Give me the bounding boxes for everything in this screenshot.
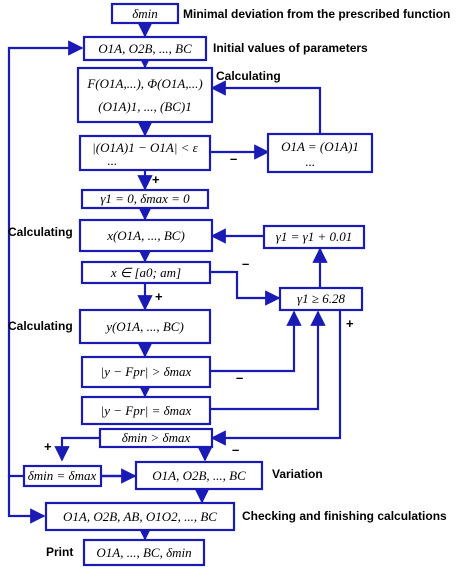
box-init-gamma: γ1 = 0, δmax = 0 — [80, 188, 210, 210]
arrow-gammacheck-to-compare — [210, 296, 362, 446]
sign-x-minus: – — [242, 256, 249, 271]
check-eps-line1: |(O1A)1 − O1A| < ε — [92, 140, 199, 155]
arrow-devassign-to-gammacheck — [210, 310, 326, 411]
arrow-update-to-calcF — [210, 80, 322, 134]
gamma-check-text: γ1 ≥ 6.28 — [297, 291, 346, 306]
calc-F-line1: F(O1A,...), Φ(O1A,...) — [86, 76, 202, 91]
box-gamma-increment: γ1 = γ1 + 0.01 — [262, 224, 366, 250]
arrow-compare-to-assign — [54, 436, 100, 462]
connectors — [7, 22, 362, 541]
check-eps-line2: ... — [107, 153, 117, 168]
delta-min-text: δmin — [132, 6, 158, 21]
deviation-assign-text: |y − Fpr| = δmax — [101, 403, 192, 418]
gamma-increment-text: γ1 = γ1 + 0.01 — [276, 229, 353, 244]
box-gamma-check: γ1 ≥ 6.28 — [278, 286, 364, 312]
arrow-xrange-to-gammacheck — [210, 270, 281, 306]
label-calculating-3: Calculating — [8, 319, 73, 333]
label-calculating-2: Calculating — [8, 225, 73, 239]
arrow-loop-to-final — [7, 476, 46, 524]
label-minimal-deviation: Minimal deviation from the prescribed fu… — [183, 7, 450, 21]
initial-params-text: O1A, O2B, ..., BC — [98, 41, 192, 56]
calc-y-text: y(O1A, ..., BC) — [104, 319, 184, 334]
box-x-range: x ∈ [a0; am] — [80, 260, 212, 285]
box-calc-F: F(O1A,...), Φ(O1A,...) (O1A)1, ..., (BC)… — [76, 66, 214, 124]
sign-x-plus: + — [155, 289, 163, 304]
calc-x-text: x(O1A, ..., BC) — [106, 228, 185, 243]
sign-eps-plus: + — [152, 172, 160, 187]
sign-dev-minus: – — [236, 370, 243, 385]
label-print: Print — [46, 545, 73, 559]
box-final-params: O1A, O2B, AB, O1O2, ..., BC — [44, 501, 236, 532]
label-initial-values: Initial values of parameters — [213, 41, 368, 55]
box-initial-params: O1A, O2B, ..., BC — [82, 35, 208, 62]
box-deviation-assign: |y − Fpr| = δmax — [80, 395, 212, 426]
update-params-line2: ... — [305, 154, 315, 169]
box-delta-min: δmin — [110, 2, 180, 25]
compare-delta-text: δmin > δmax — [122, 430, 191, 445]
calc-F-line2: (O1A)1, ..., (BC)1 — [98, 99, 192, 114]
box-assign-delta: δmin = δmax — [22, 464, 103, 488]
sign-eps-minus: – — [230, 151, 237, 166]
final-params-text: O1A, O2B, AB, O1O2, ..., BC — [63, 509, 217, 524]
box-update-params: O1A = (O1A)1 ... — [266, 132, 374, 174]
label-calculating-1: Calculating — [216, 69, 281, 83]
box-compare-delta: δmin > δmax — [98, 427, 214, 449]
label-checking: Checking and finishing calculations — [242, 509, 447, 523]
sign-gamma-plus: + — [346, 316, 354, 331]
deviation-gt-text: |y − Fpr| > δmax — [101, 364, 192, 379]
box-calc-y: y(O1A, ..., BC) — [78, 308, 212, 345]
box-calc-x: x(O1A, ..., BC) — [78, 218, 214, 253]
arrow-devgt-to-gammacheck — [210, 310, 302, 373]
box-print: O1A, ..., BC, δmin — [82, 538, 206, 567]
box-check-epsilon: |(O1A)1 − O1A| < ε ... — [78, 134, 212, 172]
x-range-text: x ∈ [a0; am] — [110, 265, 181, 280]
init-gamma-text: γ1 = 0, δmax = 0 — [100, 191, 190, 206]
print-box-text: O1A, ..., BC, δmin — [96, 545, 191, 560]
sign-cmp-minus: – — [232, 442, 239, 457]
assign-delta-text: δmin = δmax — [28, 468, 97, 483]
box-deviation-gt: |y − Fpr| > δmax — [80, 355, 212, 389]
sign-cmp-plus: + — [44, 439, 52, 454]
box-variation-params: O1A, O2B, ..., BC — [134, 460, 264, 491]
label-variation: Variation — [272, 467, 323, 481]
variation-params-text: O1A, O2B, ..., BC — [152, 468, 246, 483]
update-params-line1: O1A = (O1A)1 — [281, 139, 359, 154]
